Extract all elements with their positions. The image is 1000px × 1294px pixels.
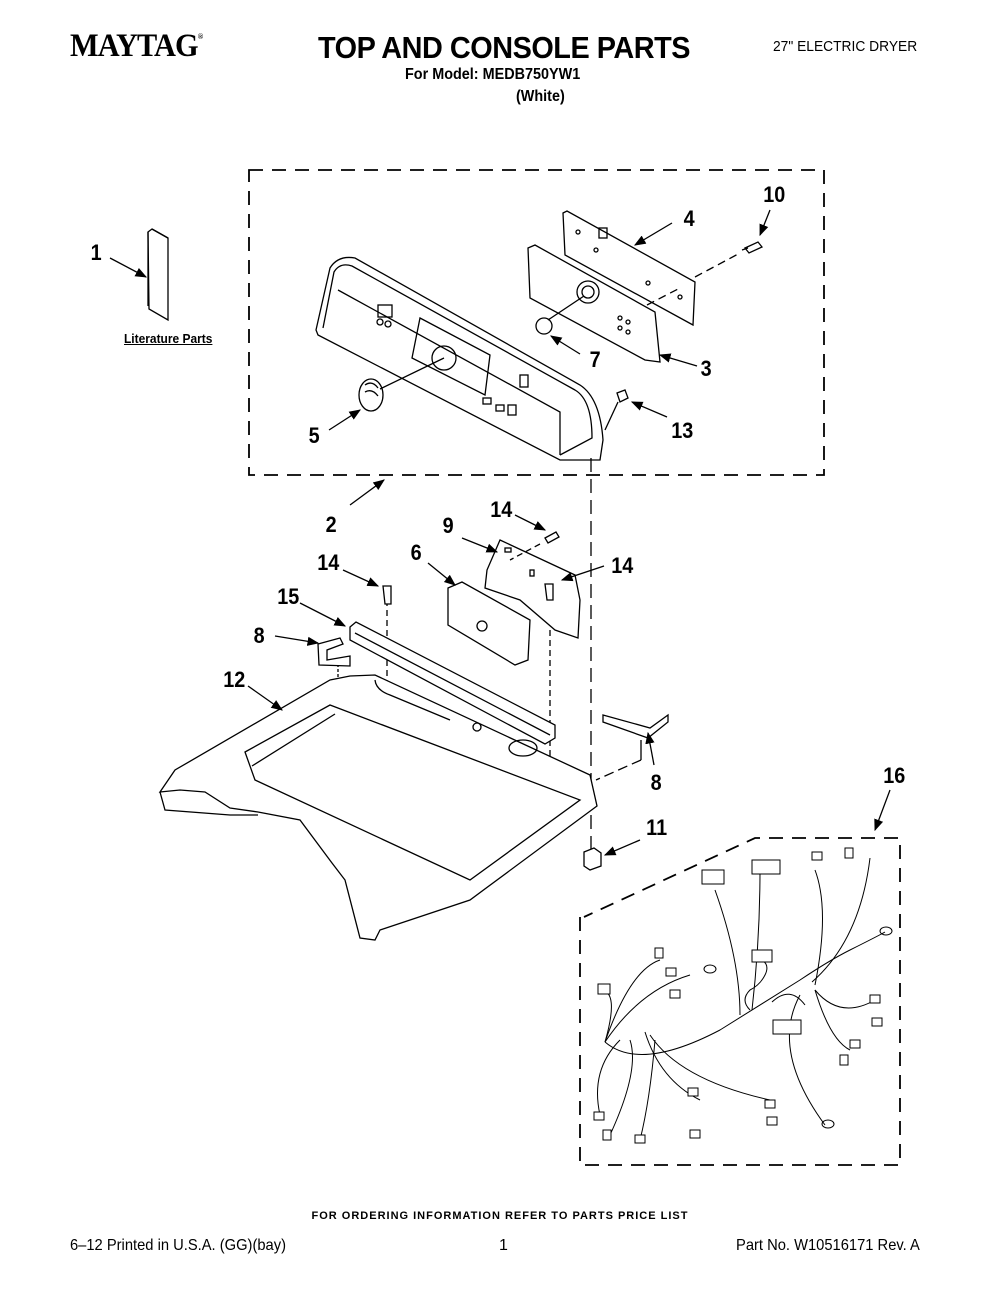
- console-screw: [604, 389, 629, 431]
- callout-14-top: 14: [490, 497, 513, 522]
- leader-8a: [274, 635, 320, 646]
- trim-screw: [382, 585, 392, 605]
- bracket-screw-right: [544, 583, 554, 601]
- registered-mark: ®: [197, 32, 204, 41]
- callout-10: 10: [763, 182, 786, 207]
- callout-8-left: 8: [253, 623, 265, 648]
- callout-5: 5: [308, 423, 320, 448]
- callout-4: 4: [683, 206, 695, 231]
- callout-6: 6: [410, 540, 422, 565]
- user-interface-board: [562, 210, 696, 327]
- board-screw: [741, 241, 764, 254]
- color-line: (White): [516, 88, 565, 105]
- bumper-left: [317, 637, 351, 667]
- leader-9: [461, 537, 499, 553]
- ordering-note: FOR ORDERING INFORMATION REFER TO PARTS …: [311, 1210, 689, 1222]
- callout-14-left: 14: [317, 550, 340, 575]
- leader-3: [658, 353, 698, 367]
- product-type: 27" ELECTRIC DRYER: [773, 38, 918, 55]
- bracket-screw-top: [544, 531, 560, 544]
- brand-logo: MAYTAG®: [70, 28, 204, 65]
- literature-parts-label: Literature Parts: [124, 331, 213, 346]
- leader-16: [874, 789, 891, 832]
- callout-2: 2: [325, 512, 337, 537]
- leader-12: [247, 685, 283, 711]
- console-assembly-boundary: [248, 169, 825, 476]
- model-line: For Model: MEDB750YW1: [405, 66, 581, 83]
- leader-4: [633, 222, 673, 246]
- callout-16: 16: [883, 763, 906, 788]
- callout-3: 3: [700, 356, 712, 381]
- callout-1: 1: [90, 240, 102, 265]
- leader-14a: [514, 514, 547, 531]
- console-trim-strip: [349, 621, 556, 745]
- callout-13: 13: [671, 418, 694, 443]
- leader-14b: [342, 569, 380, 587]
- leader-8b: [645, 731, 655, 766]
- knob-ring: [535, 317, 553, 335]
- leader-13: [630, 401, 668, 418]
- callout-11: 11: [646, 815, 668, 840]
- literature-booklet: [147, 228, 169, 322]
- callout-14-right: 14: [611, 553, 634, 578]
- control-knob: [358, 378, 384, 412]
- brand-name: MAYTAG: [70, 28, 199, 64]
- callout-7: 7: [589, 347, 601, 372]
- leader-10: [759, 209, 771, 237]
- leader-2: [349, 479, 385, 506]
- leader-11: [603, 839, 641, 856]
- top-panel: [158, 674, 598, 941]
- callout-12: 12: [223, 667, 246, 692]
- part-number: Part No. W10516171 Rev. A: [736, 1237, 920, 1254]
- print-info: 6–12 Printed in U.S.A. (GG)(bay): [70, 1237, 286, 1254]
- callout-9: 9: [442, 513, 454, 538]
- page-number: 1: [499, 1237, 508, 1254]
- leader-6: [427, 562, 456, 586]
- console-panel: [315, 256, 604, 461]
- electronic-control: [447, 581, 531, 666]
- leader-7: [550, 335, 581, 355]
- bumper-right: [602, 713, 669, 739]
- leader-5: [328, 409, 361, 431]
- callout-15: 15: [277, 584, 300, 609]
- callout-8-right: 8: [650, 770, 662, 795]
- leveling-foot: [583, 847, 602, 871]
- leader-1: [109, 257, 148, 278]
- page-title: TOP AND CONSOLE PARTS: [318, 30, 691, 65]
- mounting-bracket: [484, 539, 581, 639]
- leader-15: [299, 602, 347, 627]
- wire-harness: [593, 847, 893, 1144]
- leader-14c: [560, 565, 605, 582]
- wire-harness-boundary: [579, 837, 901, 1166]
